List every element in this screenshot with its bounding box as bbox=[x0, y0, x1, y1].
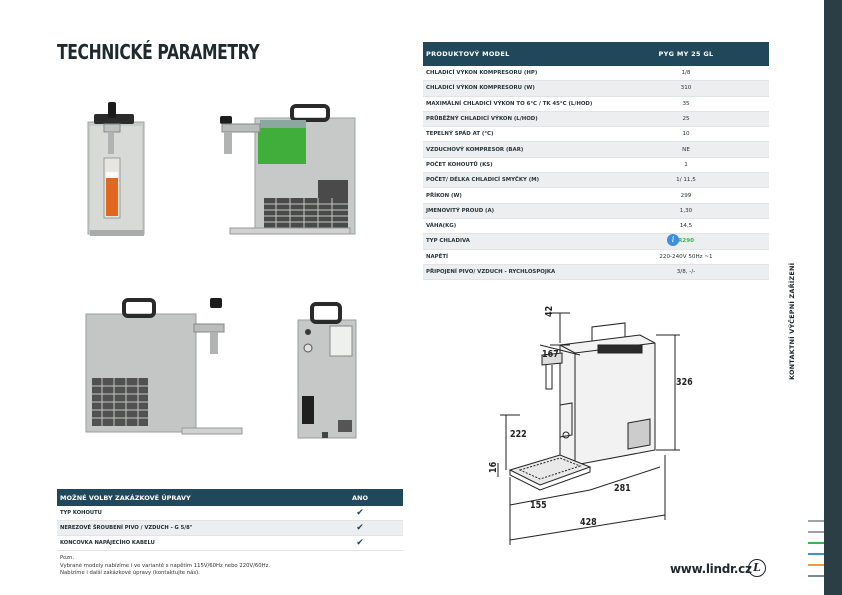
spec-label: CHLADICÍ VÝKON KOMPRESORU (HP) bbox=[426, 70, 538, 77]
notes: Pozn. Vybrané modely nabízíme i ve varia… bbox=[60, 555, 270, 578]
options-table: MOŽNÉ VOLBY ZAKÁZKOVÉ ÚPRAVY ANO TYP KOH… bbox=[57, 489, 403, 551]
option-label: NEREZOVÉ ŠROUBENÍ PIVO / VZDUCH - G 5/8" bbox=[60, 525, 193, 531]
product-photo-side-grey bbox=[82, 294, 244, 440]
dim-326: 326 bbox=[676, 377, 693, 388]
spec-row: POČET/ DÉLKA CHLADICÍ SMYČKY (M) 1/ 11,5 bbox=[423, 173, 769, 189]
side-section-label: KONTAKTNÍ VÝČEPNÍ ZAŘÍZENÍ bbox=[788, 262, 796, 380]
spec-value-cell: i R290 bbox=[603, 234, 769, 247]
spec-label: MAXIMÁLNÍ CHLADICÍ VÝKON TO 6°C / TK 45°… bbox=[426, 100, 593, 107]
spec-row: JMENOVITÝ PROUD (A) 1,30 bbox=[423, 203, 769, 219]
spec-header-label: PRODUKTOVÝ MODEL bbox=[426, 50, 510, 58]
spec-value: 220-240V 50Hz ~1 bbox=[659, 253, 713, 260]
spec-value: 1/8 bbox=[681, 70, 691, 77]
spec-value: 299 bbox=[680, 192, 692, 199]
website-link[interactable]: www.lindr.cz bbox=[670, 562, 752, 576]
color-lines bbox=[808, 520, 824, 586]
options-table-header: MOŽNÉ VOLBY ZAKÁZKOVÉ ÚPRAVY ANO bbox=[57, 489, 403, 506]
check-icon: ✔ bbox=[356, 508, 364, 518]
spec-table-header: PRODUKTOVÝ MODEL PYG MY 25 GL bbox=[423, 42, 769, 66]
note-line: Nabízíme i další zakázkové úpravy (konta… bbox=[60, 570, 200, 577]
spec-value: 35 bbox=[682, 100, 690, 107]
spec-label: VÁHA(KG) bbox=[426, 223, 457, 230]
spec-row: NAPĚTÍ 220-240V 50Hz ~1 bbox=[423, 250, 769, 265]
info-icon[interactable]: i bbox=[667, 234, 679, 247]
spec-label: POČET/ DÉLKA CHLADICÍ SMYČKY (M) bbox=[426, 177, 540, 184]
dim-16: 16 bbox=[488, 461, 499, 473]
spec-row: VÁHA(KG) 14,5 bbox=[423, 219, 769, 235]
dim-428: 428 bbox=[580, 517, 597, 528]
spec-row: MAXIMÁLNÍ CHLADICÍ VÝKON TO 6°C / TK 45°… bbox=[423, 97, 769, 112]
spec-row-refrigerant: TYP CHLADIVA i R290 bbox=[423, 234, 769, 250]
dim-167: 167 bbox=[542, 349, 559, 360]
spec-row: CHLADICÍ VÝKON KOMPRESORU (HP) 1/8 bbox=[423, 66, 769, 82]
spec-row: CHLADICÍ VÝKON KOMPRESORU (W) 310 bbox=[423, 81, 769, 97]
spec-value: 14,5 bbox=[679, 223, 693, 230]
spec-label: TYP CHLADIVA bbox=[426, 238, 470, 245]
page-title: TECHNICKÉ PARAMETRY bbox=[57, 40, 260, 64]
dimension-drawing: 42 167 326 222 16 155 281 428 bbox=[480, 305, 700, 555]
spec-label: PŘIPOJENÍ PIVO/ VZDUCH - RYCHLOSPOJKA bbox=[426, 269, 556, 275]
spec-value: 310 bbox=[680, 85, 692, 92]
spec-label: PŘÍKON (W) bbox=[426, 192, 462, 199]
spec-label: VZDUCHOVÝ KOMPRESOR (BAR) bbox=[426, 146, 524, 153]
dim-42: 42 bbox=[544, 305, 555, 317]
spec-value: 1/ 11,5 bbox=[676, 177, 696, 184]
dim-222: 222 bbox=[510, 429, 527, 440]
spec-label: CHLADICÍ VÝKON KOMPRESORU (W) bbox=[426, 85, 535, 92]
spec-row: PŘÍKON (W) 299 bbox=[423, 188, 769, 204]
right-edge-strip bbox=[824, 0, 842, 595]
spec-table: PRODUKTOVÝ MODEL PYG MY 25 GL CHLADICÍ V… bbox=[423, 42, 769, 281]
option-label: KONCOVKA NAPÁJECÍHO KABELU bbox=[60, 540, 155, 546]
spec-label: TEPELNÝ SPÁD AT (°C) bbox=[426, 131, 494, 138]
spec-value: R290 bbox=[678, 238, 694, 245]
option-row: NEREZOVÉ ŠROUBENÍ PIVO / VZDUCH - G 5/8"… bbox=[57, 521, 403, 536]
spec-label: PRŮBĚŽNÝ CHLADICÍ VÝKON (L/HOD) bbox=[426, 116, 538, 123]
dim-155: 155 bbox=[530, 500, 547, 511]
spec-row: PRŮBĚŽNÝ CHLADICÍ VÝKON (L/HOD) 25 bbox=[423, 111, 769, 128]
spec-row: POČET KOHOUTŮ (KS) 1 bbox=[423, 158, 769, 174]
product-photo-side bbox=[200, 96, 360, 241]
product-photo-back bbox=[296, 298, 360, 442]
spec-label: JMENOVITÝ PROUD (A) bbox=[426, 207, 495, 214]
spec-row: PŘIPOJENÍ PIVO/ VZDUCH - RYCHLOSPOJKA 3/8… bbox=[423, 264, 769, 281]
spec-value: 1 bbox=[684, 161, 688, 168]
spec-value: 1,30 bbox=[679, 207, 693, 214]
spec-row: TEPELNÝ SPÁD AT (°C) 10 bbox=[423, 127, 769, 143]
spec-value: 25 bbox=[682, 116, 690, 123]
product-photo-front bbox=[80, 96, 148, 241]
check-icon: ✔ bbox=[356, 523, 364, 533]
dim-281: 281 bbox=[614, 483, 631, 494]
option-label: TYP KOHOUTU bbox=[60, 510, 102, 516]
spec-value: 10 bbox=[682, 131, 690, 138]
option-row: KONCOVKA NAPÁJECÍHO KABELU ✔ bbox=[57, 536, 403, 551]
brand-logo: L bbox=[748, 559, 766, 577]
note-line: Pozn. bbox=[60, 555, 75, 561]
check-icon: ✔ bbox=[356, 538, 364, 548]
options-header-label: MOŽNÉ VOLBY ZAKÁZKOVÉ ÚPRAVY bbox=[60, 493, 191, 502]
spec-label: NAPĚTÍ bbox=[426, 253, 448, 260]
spec-label: POČET KOHOUTŮ (KS) bbox=[426, 161, 493, 168]
note-line: Vybrané modely nabízíme i ve variantě s … bbox=[60, 562, 271, 569]
spec-row: VZDUCHOVÝ KOMPRESOR (BAR) NE bbox=[423, 142, 769, 158]
spec-value: NE bbox=[682, 146, 690, 153]
spec-value: 3/8, -/- bbox=[676, 269, 696, 275]
options-header-value: ANO bbox=[352, 493, 368, 502]
spec-header-value: PYG MY 25 GL bbox=[658, 50, 714, 58]
option-row: TYP KOHOUTU ✔ bbox=[57, 506, 403, 521]
